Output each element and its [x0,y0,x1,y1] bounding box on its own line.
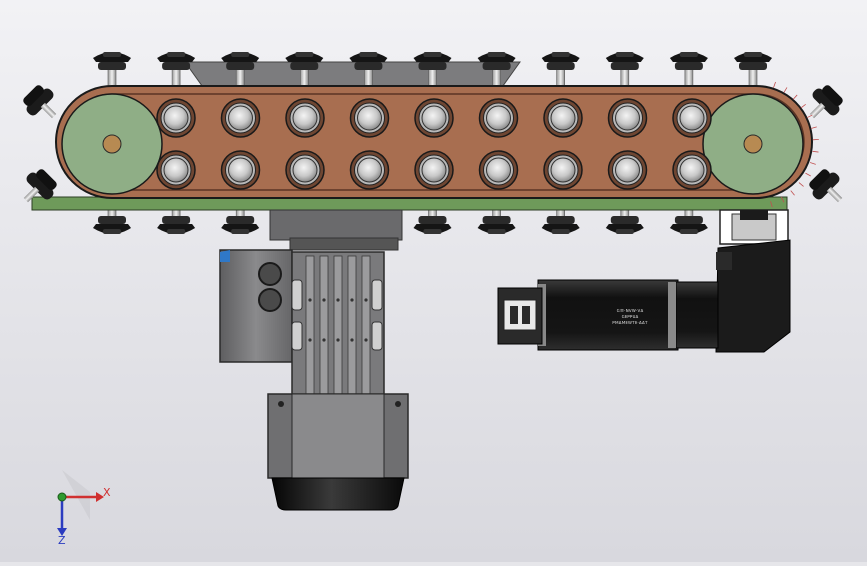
roller [415,151,453,189]
roller [222,99,260,137]
roller [157,151,195,189]
roller [673,151,711,189]
x-axis-label: X [103,486,111,499]
roller [673,99,711,137]
roller [609,151,647,189]
roller [286,151,324,189]
roller [480,99,518,137]
roller [286,99,324,137]
right-pulley [703,94,803,194]
gear-motor-accent [220,250,230,262]
roller [351,99,389,137]
roller [415,99,453,137]
roller [544,99,582,137]
roller [351,151,389,189]
servo-label-3: ᴘᴍᴀᴍᴇᴡᴛᴇ·ᴀᴀᴛ [612,320,648,326]
roller [222,151,260,189]
roller [609,99,647,137]
roller [480,151,518,189]
roller [544,151,582,189]
left-pulley [62,94,162,194]
roller [157,99,195,137]
z-axis-label: Z [58,534,66,547]
